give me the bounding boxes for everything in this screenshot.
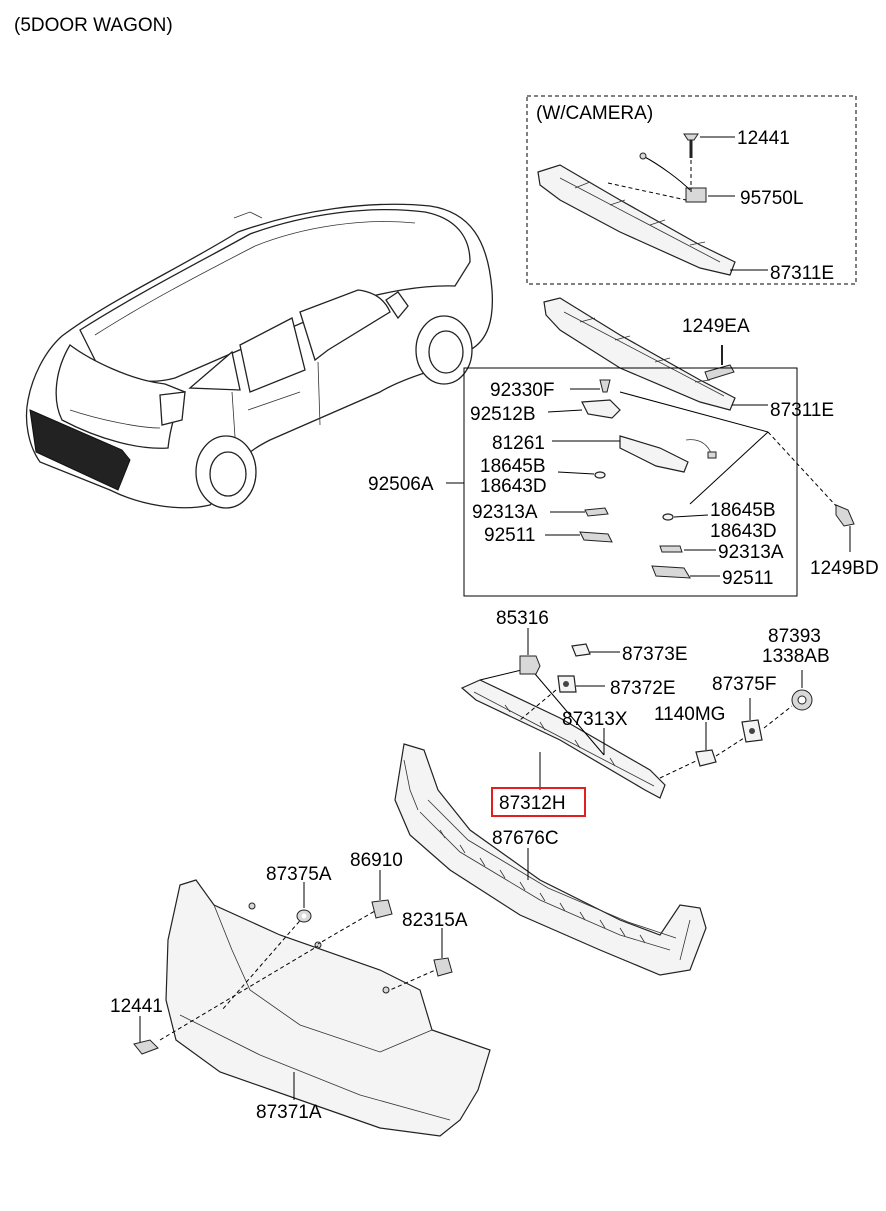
label-18643D-right: 18643D bbox=[710, 521, 777, 542]
label-1249EA: 1249EA bbox=[682, 316, 750, 337]
label-18643D-left: 18643D bbox=[480, 476, 547, 497]
camera-option-box bbox=[526, 95, 857, 285]
clip-87373E bbox=[571, 643, 620, 657]
camera-garnish-assembly bbox=[537, 133, 736, 276]
clip-82315A bbox=[433, 928, 453, 977]
clip-85316 bbox=[519, 628, 541, 675]
connector-82315A bbox=[389, 967, 441, 991]
camera-unit bbox=[685, 187, 707, 203]
connector-12441 bbox=[159, 945, 319, 1041]
label-12441-top: 12441 bbox=[737, 128, 790, 149]
label-87375F: 87375F bbox=[712, 674, 776, 695]
pad-87375F bbox=[741, 698, 763, 743]
label-86910: 86910 bbox=[350, 850, 403, 871]
label-87375A: 87375A bbox=[266, 864, 332, 885]
camera-box-title: (W/CAMERA) bbox=[536, 103, 653, 124]
label-87676C: 87676C bbox=[492, 828, 559, 849]
label-92330F: 92330F bbox=[490, 380, 554, 401]
label-81261: 81261 bbox=[492, 433, 545, 454]
garnish-87311E bbox=[543, 297, 736, 411]
pad-87372E bbox=[519, 675, 605, 721]
label-87393: 87393 bbox=[768, 626, 821, 647]
nut-87393 bbox=[791, 670, 813, 711]
label-92313A-right: 92313A bbox=[718, 542, 784, 563]
highlight-box-87312H bbox=[491, 787, 586, 817]
screw-1249BD bbox=[835, 504, 855, 552]
label-87371A: 87371A bbox=[256, 1102, 322, 1123]
label-85316: 85316 bbox=[496, 608, 549, 629]
clip-86910 bbox=[371, 870, 393, 919]
label-87313X: 87313X bbox=[562, 709, 628, 730]
label-87373E: 87373E bbox=[622, 644, 688, 665]
label-1249BD: 1249BD bbox=[810, 558, 879, 579]
label-92512B: 92512B bbox=[470, 404, 536, 425]
label-95750L: 95750L bbox=[740, 188, 803, 209]
bolt-1140MG bbox=[659, 705, 793, 779]
label-92511-right: 92511 bbox=[722, 568, 773, 589]
license-lamp-parts bbox=[545, 379, 839, 579]
label-87311E-camera: 87311E bbox=[770, 263, 834, 284]
label-18645B-right: 18645B bbox=[710, 500, 776, 521]
bracket-87676C bbox=[394, 743, 707, 976]
connector-86910 bbox=[317, 907, 381, 945]
label-87311E: 87311E bbox=[770, 400, 834, 421]
label-82315A: 82315A bbox=[402, 910, 468, 931]
label-92511-left: 92511 bbox=[484, 525, 535, 546]
label-92313A-left: 92313A bbox=[472, 502, 538, 523]
screw-1249EA bbox=[704, 345, 735, 381]
screw-12441-top bbox=[683, 133, 699, 141]
label-92506A: 92506A bbox=[368, 474, 434, 495]
screw-12441-bottom bbox=[133, 1016, 159, 1055]
label-1338AB: 1338AB bbox=[762, 646, 830, 667]
label-18645B-left: 18645B bbox=[480, 456, 546, 477]
washer-87375A bbox=[296, 882, 312, 923]
label-87372E: 87372E bbox=[610, 678, 676, 699]
garnish-87371A bbox=[165, 879, 491, 1137]
label-1140MG: 1140MG bbox=[654, 704, 725, 725]
label-87312H[interactable]: 87312H bbox=[499, 793, 566, 814]
diagram-title: (5DOOR WAGON) bbox=[14, 15, 173, 36]
license-lamp-box bbox=[463, 367, 798, 597]
molding-87313X bbox=[460, 679, 666, 799]
car-illustration bbox=[25, 203, 494, 509]
label-12441-bottom: 12441 bbox=[110, 996, 163, 1017]
